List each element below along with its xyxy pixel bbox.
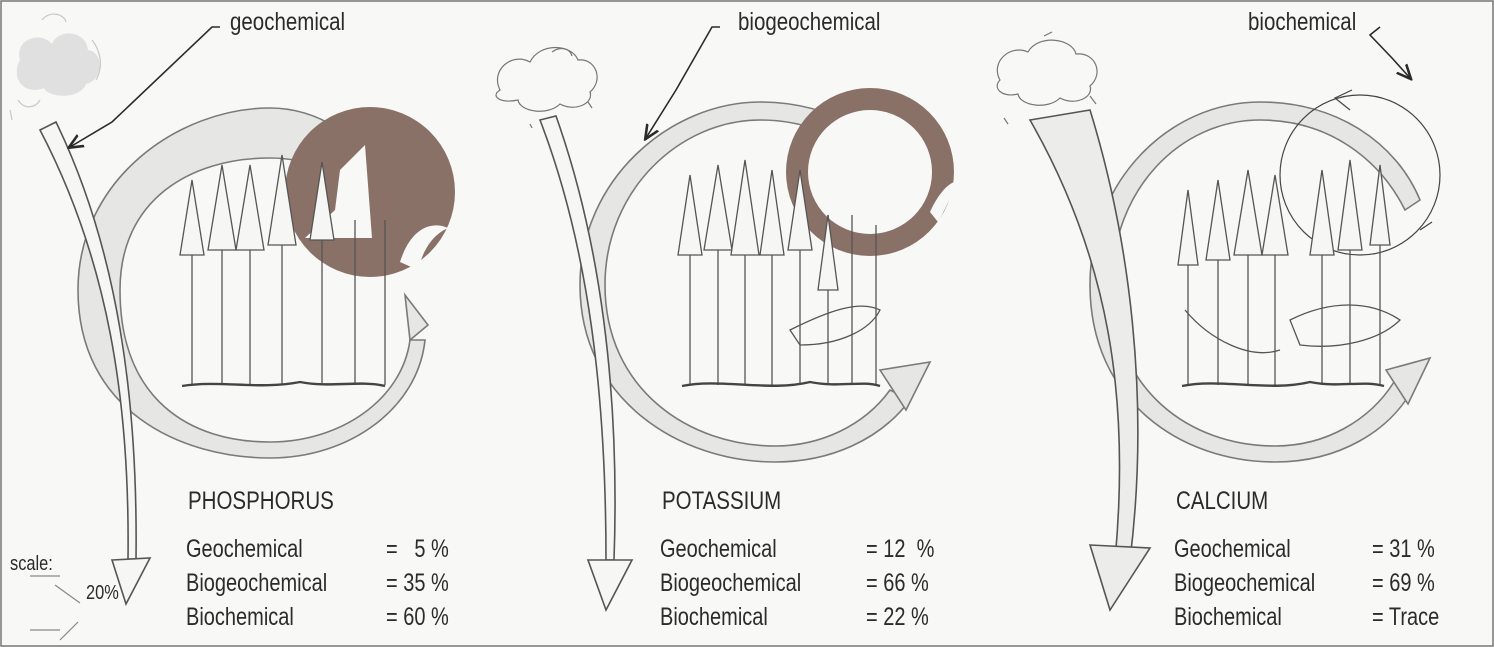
cycle-label-geochemical: geochemical xyxy=(230,10,345,35)
row-value-geochemical: = 5 % xyxy=(386,537,449,562)
row-label-biogeochemical: Biogeochemical xyxy=(1174,571,1315,596)
biochemical-leader-line xyxy=(1370,27,1410,78)
row-value-biogeochemical: = 69 % xyxy=(1372,571,1435,596)
row-label-biogeochemical: Biogeochemical xyxy=(660,571,801,596)
row-value-biochemical: = 60 % xyxy=(386,605,449,630)
cycle-label-biochemical: biochemical xyxy=(1248,10,1356,35)
cycle-label-biogeochemical: biogeochemical xyxy=(738,10,880,35)
scale-indicator xyxy=(30,576,80,640)
row-label-biogeochemical: Biogeochemical xyxy=(186,571,327,596)
biochemical-cycle-disc xyxy=(285,107,455,277)
row-value-geochemical: = 31 % xyxy=(1372,537,1435,562)
biochemical-cycle-ring xyxy=(786,88,958,256)
row-value-biogeochemical: = 66 % xyxy=(866,571,929,596)
row-label-biochemical: Biochemical xyxy=(1174,605,1282,630)
row-label-geochemical: Geochemical xyxy=(660,537,777,562)
biogeochemical-cycle-circle xyxy=(1090,102,1430,462)
row-value-biogeochemical: = 35 % xyxy=(386,571,449,596)
row-label-biochemical: Biochemical xyxy=(186,605,294,630)
scale-value: 20% xyxy=(86,583,119,603)
row-value-geochemical: = 12 % xyxy=(866,537,934,562)
row-label-biochemical: Biochemical xyxy=(660,605,768,630)
cloud-icon xyxy=(997,32,1097,124)
element-title-phosphorus: PHOSPHORUS xyxy=(188,489,334,514)
scale-label: scale: xyxy=(10,554,53,574)
element-title-potassium: POTASSIUM xyxy=(662,489,781,514)
element-title-calcium: CALCIUM xyxy=(1176,489,1268,514)
cloud-icon xyxy=(496,48,597,129)
panel-potassium-graphic xyxy=(496,27,958,610)
row-value-biochemical: = Trace xyxy=(1372,605,1439,630)
row-value-biochemical: = 22 % xyxy=(866,605,929,630)
forest-stand xyxy=(1178,160,1400,386)
row-label-geochemical: Geochemical xyxy=(1174,537,1291,562)
panel-calcium-graphic xyxy=(997,27,1440,610)
row-label-geochemical: Geochemical xyxy=(186,537,303,562)
cloud-icon xyxy=(10,14,100,120)
